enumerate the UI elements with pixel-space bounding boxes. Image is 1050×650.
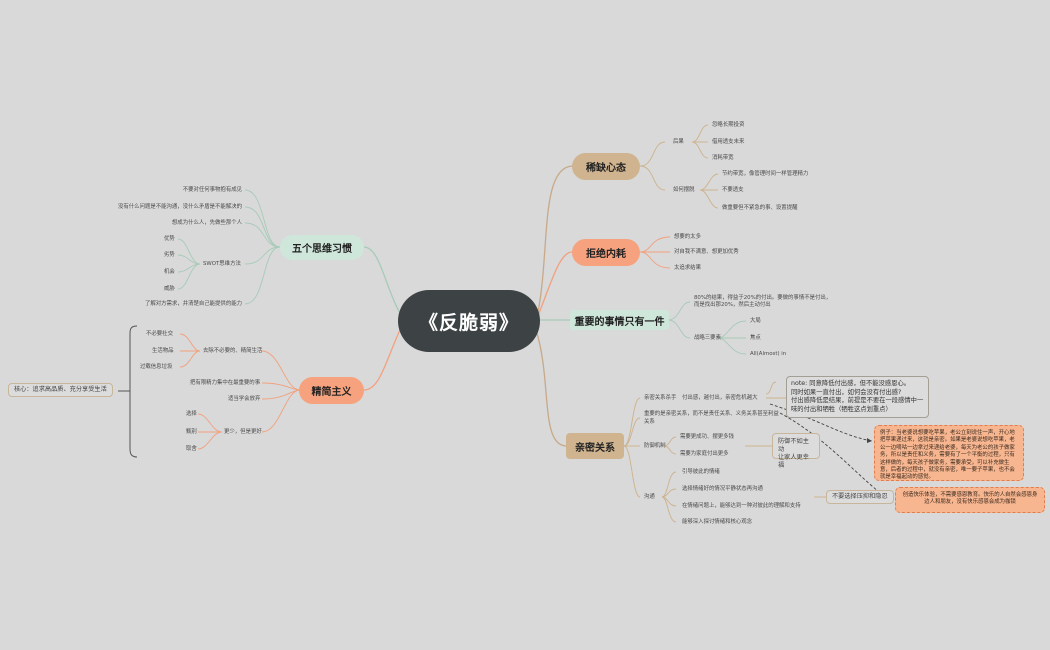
defense-item-2: 需要为家庭付出更多: [680, 451, 729, 457]
defense-conclusion: 防御不如主动 让家人更幸福: [772, 433, 820, 469]
note-line-4: 味的付出和牺牲（牺牲这点划重点）: [791, 405, 892, 413]
minimalism-core: 核心：追求高品质、充分享受生活: [8, 383, 113, 397]
communication-item-4: 能够深入探讨情绪和核心观念: [682, 519, 753, 525]
strategy-elements: 战略三要素: [694, 335, 721, 341]
scarcity-consequence-1: 忽略长期投资: [712, 122, 745, 128]
branch-scarcity[interactable]: 稀缺心态: [572, 153, 640, 180]
internal-item-2: 对自我不满意、想更加优秀: [674, 249, 739, 255]
minimal-item-goods: 生活物品: [152, 348, 174, 354]
scarcity-escape-2: 不要透支: [722, 187, 744, 193]
internal-item-3: 太追求结果: [674, 265, 701, 271]
scarcity-escape: 如何摆脱: [673, 187, 695, 193]
defense-mechanism: 防御机制: [644, 443, 666, 449]
habit-2: 没有什么问题是不能沟通，没什么矛盾是不能解决的: [118, 204, 242, 210]
minimal-tradeoff: 取舍: [186, 446, 197, 452]
communication-item-1: 引导彼此的情绪: [682, 469, 720, 475]
branch-minimalism[interactable]: 精简主义: [299, 377, 364, 404]
internal-item-1: 想要的太多: [674, 234, 701, 240]
example-callout: 例子：当老婆说想要吃苹果，老公立刻说住一声，开心地把苹果递过来，这就是亲密。如果…: [874, 425, 1024, 481]
defense-item-1: 需要更成功、摆更多钱: [680, 434, 734, 440]
communication-item-2: 选择情绪好的情况平静状态再沟通: [682, 486, 763, 492]
note-line-2: 同时如果一直付出，如何会没有付出感?: [791, 388, 902, 396]
scarcity-consequence-3: 消耗带宽: [712, 155, 734, 161]
minimal-give-up: 适当学会放弃: [228, 396, 261, 402]
branch-intimacy[interactable]: 亲密关系: [566, 433, 624, 459]
strategy-item-2: 焦点: [750, 335, 761, 341]
scarcity-consequence-2: 借用透支未来: [712, 139, 745, 145]
swot-threat: 威胁: [164, 286, 175, 292]
habit-1: 不要对任何事物抱有成见: [182, 187, 242, 193]
swot-method: SWOT思维方法: [203, 261, 241, 267]
minimal-item-info: 过载信息垃圾: [140, 364, 173, 370]
branch-one-thing[interactable]: 重要的事情只有一件: [570, 310, 669, 330]
minimal-less-but-better: 更少，但是更好: [224, 429, 262, 435]
happiness-callout: 创造快乐体验，不需要感恩教育。快乐的人自然会感恩身边人和朋友，没有快乐感恩会成为…: [895, 487, 1045, 513]
minimal-discern: 甄别: [186, 429, 197, 435]
intimacy-key-1: 重要的是亲密关系，而不是责任关系、义务关系甚至利益: [644, 411, 779, 417]
strategy-item-3: All(Almost) in: [750, 351, 787, 357]
swot-weakness: 劣势: [164, 252, 175, 258]
communication-item-3: 在情绪问题上，能够达到一种对彼此的理解和支持: [682, 503, 801, 509]
swot-opportunity: 机会: [164, 269, 175, 275]
branch-no-internal-friction[interactable]: 拒绝内耗: [572, 239, 640, 266]
intimacy-killer: 亲密关系杀手: [644, 395, 677, 401]
minimal-remove-unnecessary: 去除不必要的、精简生活: [203, 348, 263, 354]
intimacy-killer-desc: 付出感，越付出，亲密危机越大: [682, 395, 758, 401]
communication-conclusion: 不要选择压抑和隐忍: [826, 490, 894, 504]
intimacy-note: note: 同意降低付出感，但不能没感恩心。 同时如果一直付出，如何会没有付出感…: [786, 376, 929, 418]
intimacy-key-2: 关系: [644, 419, 655, 425]
one-thing-desc-1: 80%的结果，得益于20%的付出。要做的事情不是付出，: [694, 295, 832, 301]
note-line-3: 付出感降低是结果，前提是不要在一段感情中一: [791, 397, 924, 405]
branch-five-habits[interactable]: 五个思维习惯: [280, 235, 364, 260]
habit-3: 想成为什么人，先做些那个人: [171, 220, 242, 226]
one-thing-desc-2: 而是找出那20%，然后主动付出: [694, 302, 771, 308]
central-topic[interactable]: 《反脆弱》: [398, 290, 540, 352]
communication: 沟通: [644, 494, 655, 500]
defense-conclusion-line-2: 让家人更幸福: [778, 454, 809, 469]
minimal-item-social: 不必要社交: [146, 331, 173, 337]
defense-conclusion-line-1: 防御不如主动: [778, 438, 809, 453]
swot-strength: 优势: [164, 236, 175, 242]
scarcity-escape-3: 做重要但不紧急的事、设置提醒: [722, 205, 798, 211]
note-line-1: note: 同意降低付出感，但不能没感恩心。: [791, 380, 911, 387]
scarcity-consequences: 后果: [673, 139, 684, 145]
minimal-focus-energy: 把有限精力集中在最重要的事: [190, 380, 261, 386]
scarcity-escape-1: 节约带宽，像管理时间一样管理精力: [722, 171, 809, 177]
habit-4: 了解对方需求，并清楚自己能提供的能力: [144, 301, 242, 307]
minimal-choose: 选择: [186, 411, 197, 417]
strategy-item-1: 大局: [750, 318, 761, 324]
